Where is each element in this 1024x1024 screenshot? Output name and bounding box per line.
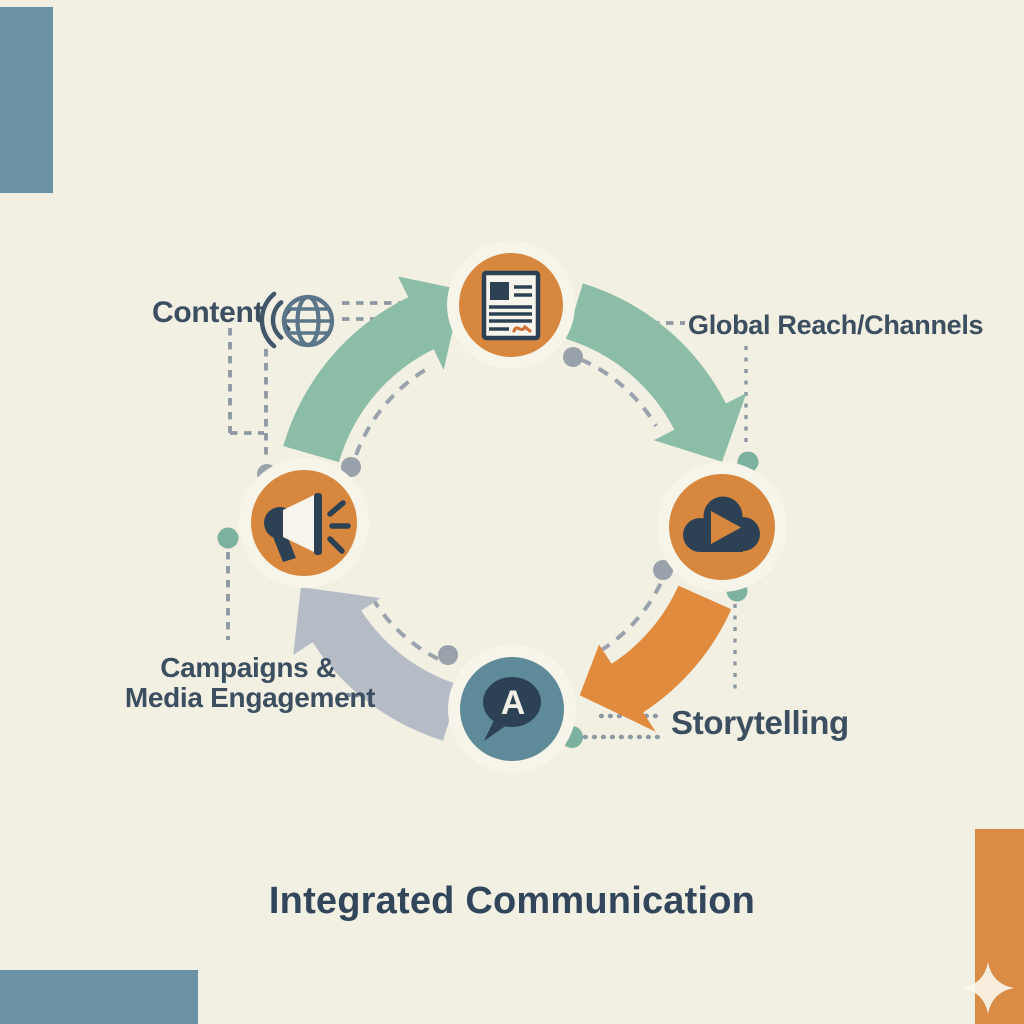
megaphone-icon bbox=[264, 493, 351, 562]
node-cloud-media bbox=[657, 462, 787, 592]
label-storytelling: Storytelling bbox=[671, 704, 849, 741]
label-content: Content bbox=[152, 296, 264, 329]
dot-gray-1 bbox=[563, 347, 583, 367]
labels: Content Global Reach/Channels Storytelli… bbox=[125, 296, 984, 922]
document-icon bbox=[481, 270, 541, 341]
arrow-right-to-bottom bbox=[579, 585, 732, 732]
node-speech-bubble: A bbox=[448, 645, 576, 773]
corner-decorations bbox=[0, 7, 1024, 1024]
globe-icon bbox=[281, 294, 335, 348]
label-campaigns-line2: Media Engagement bbox=[125, 682, 375, 713]
arrow-bottom-to-left bbox=[293, 587, 461, 741]
dashed-arc-right-bottom bbox=[601, 583, 663, 652]
sparkle-icon bbox=[962, 962, 1014, 1014]
cycle-arrows bbox=[283, 276, 747, 741]
node-document bbox=[447, 241, 575, 369]
dashed-arc-bottom-left bbox=[369, 595, 440, 661]
inner-dashed-arcs bbox=[354, 357, 663, 661]
dot-teal-4 bbox=[217, 527, 239, 549]
label-global-reach-channels: Global Reach/Channels bbox=[688, 310, 983, 340]
corner-rect-top-left bbox=[0, 7, 53, 193]
dot-gray-2 bbox=[341, 457, 361, 477]
corner-rect-bottom-left bbox=[0, 970, 198, 1024]
diagram-title: Integrated Communication bbox=[269, 880, 755, 922]
arrow-top-to-right bbox=[565, 283, 747, 462]
dot-gray-4 bbox=[438, 645, 458, 665]
cloud-play-icon bbox=[683, 496, 760, 552]
node-megaphone bbox=[239, 458, 369, 588]
label-campaigns-line1: Campaigns & bbox=[160, 652, 336, 683]
speech-bubble-a-icon: A bbox=[483, 677, 541, 741]
dashed-arc-top-right bbox=[580, 357, 658, 428]
bubble-letter: A bbox=[501, 684, 526, 722]
arrow-left-to-top bbox=[283, 276, 462, 463]
dot-gray-3 bbox=[653, 560, 673, 580]
dashed-arc-left-top bbox=[354, 365, 431, 456]
